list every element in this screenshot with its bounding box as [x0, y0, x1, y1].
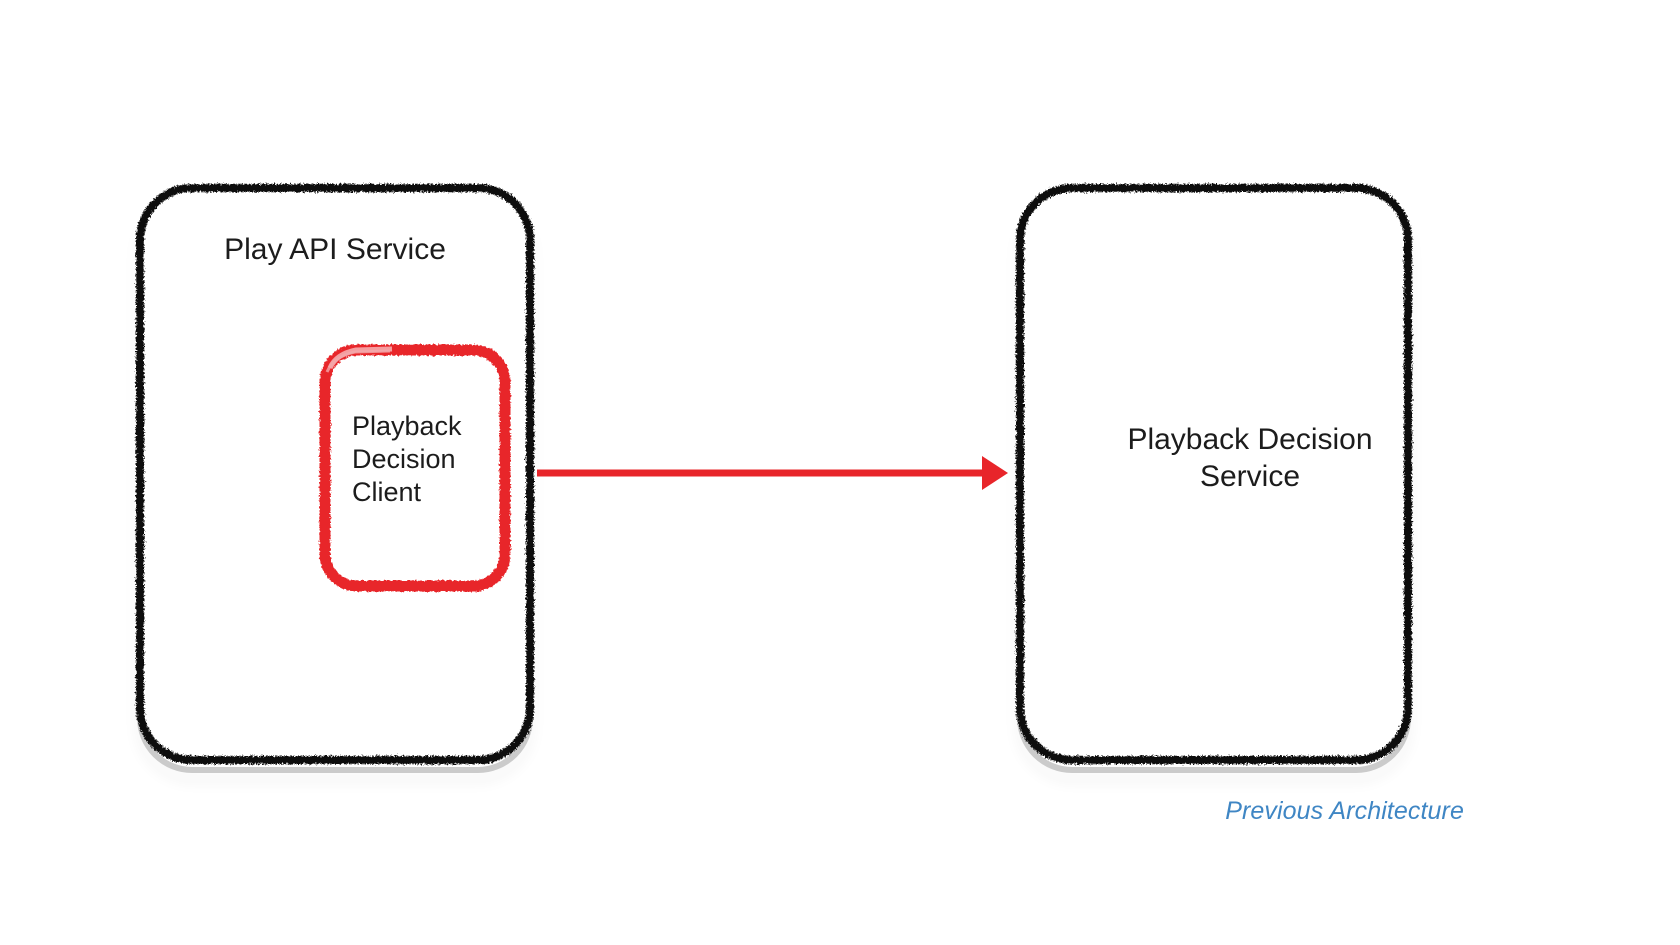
arrowhead-icon — [982, 456, 1008, 490]
diagram-caption: Previous Architecture — [1225, 797, 1464, 825]
playback-decision-service-label: Playback Decision Service — [1127, 423, 1373, 493]
edge-pdc-to-pds[interactable] — [537, 456, 1008, 490]
play-api-service-label: Play API Service — [224, 233, 446, 266]
playback-decision-client-label: Playback Decision Client — [352, 411, 462, 507]
